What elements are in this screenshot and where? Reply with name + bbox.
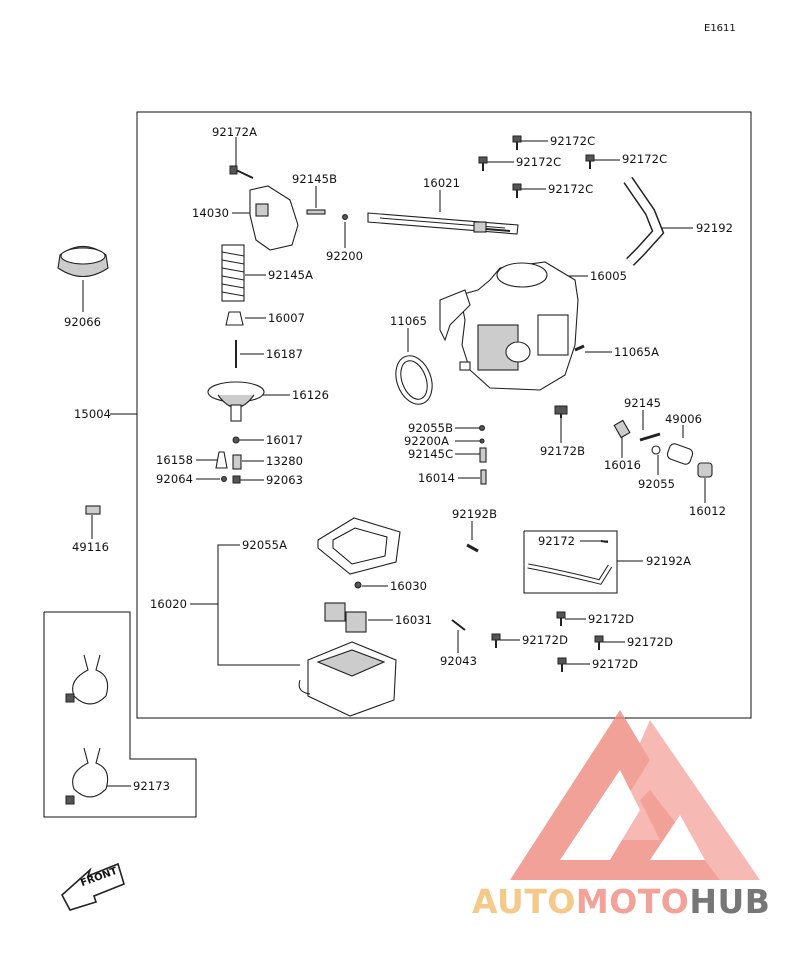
label-14030: 14030 xyxy=(192,206,230,220)
label-16187: 16187 xyxy=(266,347,304,361)
screws-92172D xyxy=(491,611,604,672)
part-16021-shape xyxy=(367,212,519,235)
label-92055A: 92055A xyxy=(242,538,288,552)
label-49116: 49116 xyxy=(72,540,110,554)
label-92173: 92173 xyxy=(133,779,171,793)
label-16005: 16005 xyxy=(590,269,628,283)
label-92172C-1: 92172C xyxy=(550,134,596,148)
label-13280: 13280 xyxy=(266,454,304,468)
label-92172C-3: 92172C xyxy=(622,152,668,166)
label-92055B: 92055B xyxy=(408,421,454,435)
label-92145C: 92145C xyxy=(408,447,454,461)
label-92172D-3: 92172D xyxy=(627,635,674,649)
watermark-moto: MOTO xyxy=(575,882,690,921)
front-arrow xyxy=(60,862,125,911)
screws-92172C xyxy=(478,135,595,198)
label-16030: 16030 xyxy=(390,579,428,593)
label-92063: 92063 xyxy=(266,473,304,487)
main-frame xyxy=(136,111,752,719)
label-92172D-1: 92172D xyxy=(588,612,635,626)
label-16126: 16126 xyxy=(292,388,330,402)
inset-frame xyxy=(43,611,197,818)
label-16020: 16020 xyxy=(150,597,188,611)
part-92173-shapes xyxy=(65,654,109,805)
part-16020-shape xyxy=(298,641,397,717)
part-16005-shape xyxy=(439,261,585,391)
label-92172B: 92172B xyxy=(540,444,586,458)
label-92043: 92043 xyxy=(440,654,478,668)
label-92172C-2: 92172C xyxy=(516,155,562,169)
label-92145A: 92145A xyxy=(268,268,314,282)
part-92066-shape xyxy=(57,245,109,278)
watermark-text: AUTOMOTOHUB xyxy=(472,882,770,921)
label-92145: 92145 xyxy=(624,396,662,410)
label-11065A: 11065A xyxy=(614,345,660,359)
label-15004: 15004 xyxy=(74,407,112,421)
label-92192B: 92192B xyxy=(452,507,498,521)
watermark-hub: HUB xyxy=(689,882,771,921)
label-92172D-2: 92172D xyxy=(522,633,569,647)
leader-lines xyxy=(82,137,706,787)
watermark-auto: AUTO xyxy=(472,882,576,921)
page-code: E1611 xyxy=(704,23,736,34)
part-14030-shape xyxy=(249,185,299,251)
label-49006: 49006 xyxy=(665,412,703,426)
label-92172C-4: 92172C xyxy=(548,182,594,196)
label-16007: 16007 xyxy=(268,311,306,325)
label-92064: 92064 xyxy=(156,472,194,486)
label-92192: 92192 xyxy=(696,221,734,235)
label-92172: 92172 xyxy=(538,534,576,548)
label-92200: 92200 xyxy=(326,249,364,263)
part-92145A-shape xyxy=(221,244,245,302)
label-16012: 16012 xyxy=(689,504,727,518)
label-16021: 16021 xyxy=(423,176,461,190)
part-92055A-shape xyxy=(317,517,401,575)
label-16016: 16016 xyxy=(604,458,642,472)
label-92066: 92066 xyxy=(64,315,102,329)
label-92192A: 92192A xyxy=(646,554,692,568)
label-92055: 92055 xyxy=(638,477,676,491)
label-92172A: 92172A xyxy=(212,125,258,139)
label-92172D-4: 92172D xyxy=(592,657,639,671)
part-16031-shape xyxy=(324,602,367,633)
label-16158: 16158 xyxy=(156,453,194,467)
watermark-logo xyxy=(510,710,760,880)
label-92145B: 92145B xyxy=(292,172,338,186)
label-16031: 16031 xyxy=(395,613,433,627)
label-92200A: 92200A xyxy=(404,434,450,448)
label-16014: 16014 xyxy=(418,471,456,485)
label-16017: 16017 xyxy=(266,433,304,447)
label-11065: 11065 xyxy=(390,314,428,328)
part-16126-shape xyxy=(207,381,265,422)
part-16007-shape xyxy=(225,311,244,326)
part-92172A-shape xyxy=(229,165,254,179)
